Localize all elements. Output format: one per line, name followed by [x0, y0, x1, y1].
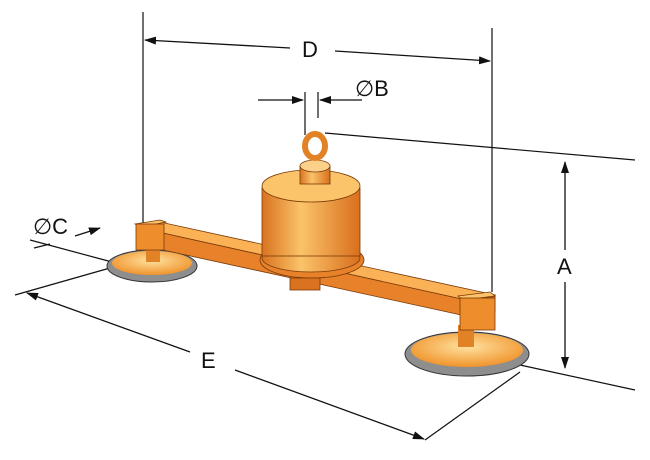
extension-lines	[14, 12, 636, 441]
vacuum-cylinder	[259, 131, 365, 291]
label-c: ∅C	[33, 214, 68, 239]
right-suction-cup	[404, 325, 530, 377]
label-e: E	[201, 348, 216, 373]
left-suction-cup	[106, 248, 198, 283]
label-a: A	[557, 254, 572, 279]
dim-d-left-arrow	[144, 36, 291, 49]
dim-e-right-arrow	[234, 369, 425, 440]
dim-d-right-arrow	[334, 50, 491, 65]
dimension-arrows	[26, 36, 569, 440]
label-d: D	[302, 37, 318, 62]
label-b: ∅B	[355, 76, 389, 101]
dim-c-left-line	[33, 243, 51, 249]
dim-c-right-arrow	[74, 227, 101, 237]
dim-e-left-arrow	[26, 292, 191, 353]
